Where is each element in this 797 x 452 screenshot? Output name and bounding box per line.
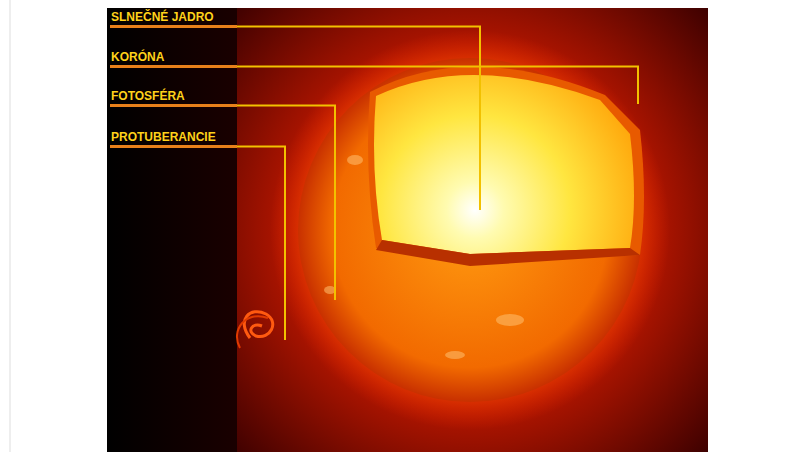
part-label: FOTOSFÉRA <box>111 89 185 103</box>
part-label: KORÓNA <box>111 50 164 64</box>
part-label: SLNEČNÉ JADRO <box>111 10 214 24</box>
part-label: PROTUBERANCIE <box>111 130 216 144</box>
